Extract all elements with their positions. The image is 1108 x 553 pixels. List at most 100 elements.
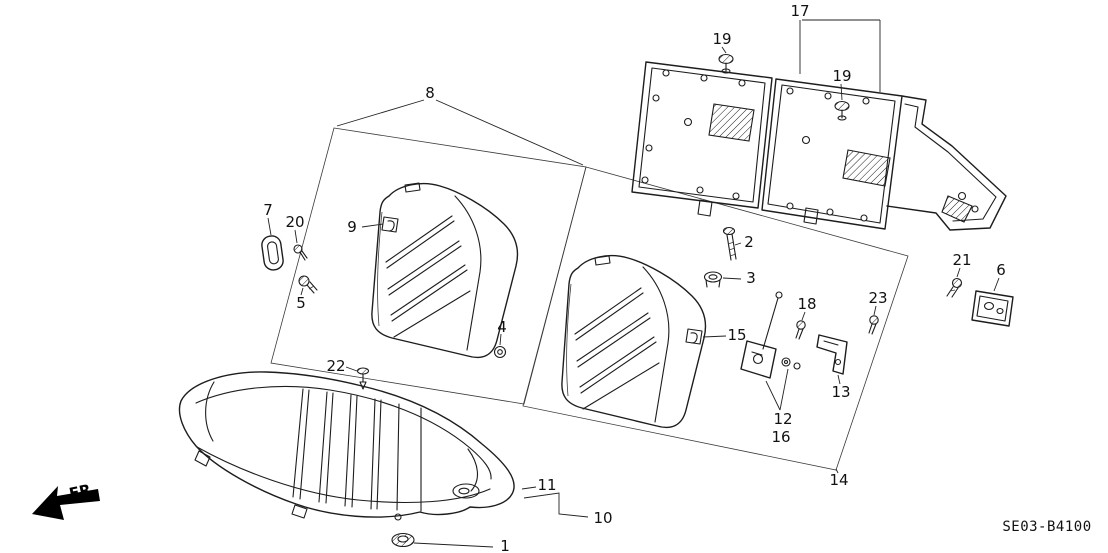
callout-2: 2 — [744, 233, 754, 251]
boundary-box-seatback-right — [522, 166, 909, 471]
part-striker-13 — [816, 334, 848, 375]
part-grommet-1 — [391, 532, 415, 548]
leader-18 — [801, 311, 806, 321]
callout-16: 16 — [771, 428, 790, 446]
part-bolt-2 — [722, 226, 737, 261]
leader-6 — [993, 277, 1000, 292]
part-plate-6 — [971, 290, 1014, 327]
leader-19-left — [721, 46, 727, 54]
callout-10: 10 — [593, 509, 612, 527]
top-tab — [404, 182, 421, 193]
part-clip-19-right — [834, 100, 850, 121]
latch-body — [740, 340, 777, 379]
bench-end-detail — [452, 483, 480, 499]
leader-5 — [300, 287, 304, 296]
leader-2 — [734, 242, 742, 246]
bench-stripes — [292, 388, 422, 512]
bench-front-seam — [196, 446, 491, 504]
leader-23 — [873, 305, 877, 316]
callout-14: 14 — [829, 471, 848, 489]
leader-3 — [722, 277, 742, 280]
bench-foot-middle — [291, 504, 308, 519]
diagram-code: SE03-B4100 — [1002, 519, 1091, 535]
panel-right-inner — [767, 84, 896, 224]
cushion-outline — [371, 182, 519, 359]
part-bolt-5 — [298, 275, 318, 294]
part-clip-19-left — [718, 53, 734, 74]
leader-8-b — [435, 99, 584, 166]
bench-foot-right — [394, 513, 402, 521]
part-latch-12-16 — [740, 340, 801, 379]
seatback-right — [561, 254, 707, 429]
part-rod — [762, 291, 783, 350]
callout-labels: 17 19 19 8 7 20 9 2 3 21 6 5 18 23 4 15 … — [263, 2, 1006, 553]
clip-head — [718, 53, 734, 65]
leader-14 — [835, 468, 839, 474]
callout-15: 15 — [727, 326, 746, 344]
leader-1 — [413, 542, 494, 548]
panel-right-outline — [761, 78, 903, 230]
arrow-shape — [32, 486, 100, 520]
leader-19-right — [840, 83, 843, 101]
callout-22: 22 — [326, 357, 345, 375]
part-screw-23 — [868, 315, 879, 335]
cushion-stripes — [385, 215, 471, 338]
leader-15 — [702, 335, 727, 338]
callout-1: 1 — [500, 537, 510, 553]
side-seam — [566, 283, 572, 397]
part-hook-9 — [381, 216, 399, 233]
leader-8-a — [336, 99, 425, 127]
clip-head — [834, 100, 850, 112]
callout-11: 11 — [537, 476, 556, 494]
leader-12-b — [779, 368, 789, 411]
callout-9: 9 — [347, 218, 357, 236]
part-screw-21 — [946, 277, 963, 298]
part-hook-15 — [685, 328, 703, 345]
panel-hatch-right — [842, 149, 891, 187]
cushion-outline — [561, 254, 707, 429]
callout-8: 8 — [425, 84, 435, 102]
part-nut-3 — [703, 271, 723, 288]
top-tab — [594, 255, 611, 266]
callout-18: 18 — [797, 295, 816, 313]
leader-9 — [361, 223, 384, 228]
part-clip-22 — [356, 367, 370, 390]
panel-mount-holes — [641, 69, 979, 222]
leader-7 — [267, 217, 272, 236]
callout-6: 6 — [996, 261, 1006, 279]
callout-17: 17 — [790, 2, 809, 20]
seatback-left — [371, 182, 519, 359]
leader-11 — [521, 486, 537, 490]
leader-4 — [499, 333, 502, 346]
callout-19a: 19 — [712, 30, 731, 48]
leader-12-a — [765, 380, 781, 411]
rear-shelf-panel — [631, 61, 1007, 231]
part-knob-7 — [261, 235, 284, 271]
leader-lines — [267, 19, 1000, 548]
callout-19b: 19 — [832, 67, 851, 85]
callout-13: 13 — [831, 383, 850, 401]
bolster-seam — [642, 266, 670, 423]
washer — [781, 357, 791, 367]
boundary-box-seatback-left — [270, 127, 587, 405]
callout-21: 21 — [952, 251, 971, 269]
panel-hatch-extension — [941, 195, 973, 223]
part-screw-18 — [795, 320, 806, 340]
callout-23: 23 — [868, 289, 887, 307]
panel-hatch-left — [708, 103, 755, 142]
callout-7: 7 — [263, 201, 273, 219]
panel-left-inner — [638, 67, 766, 203]
bench-foot-left — [194, 450, 211, 467]
bolster-seam — [454, 195, 482, 351]
panel-left-outline — [631, 61, 773, 209]
leader-20 — [294, 229, 298, 244]
leader-13 — [837, 374, 841, 385]
washer-small — [793, 362, 801, 370]
leader-10 — [523, 492, 589, 518]
panel-tab-right — [803, 207, 819, 225]
callout-3: 3 — [746, 269, 756, 287]
callout-4: 4 — [497, 318, 507, 336]
bench-top-seam — [195, 385, 492, 480]
leader-22 — [345, 366, 358, 372]
